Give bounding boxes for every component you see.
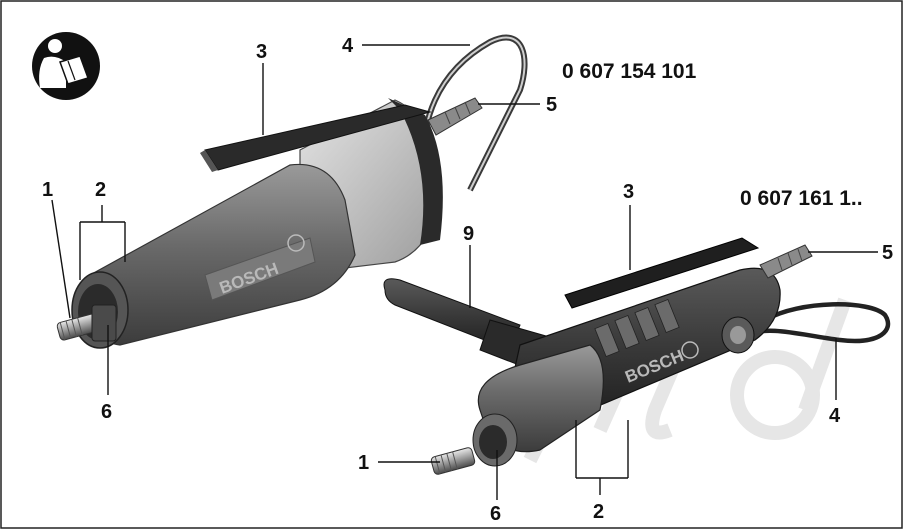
- label-upper-6: 6: [101, 401, 112, 423]
- label-upper-1: 1: [42, 179, 53, 201]
- label-lower-9: 9: [463, 223, 474, 245]
- leader-lines: [51, 44, 878, 500]
- label-upper-5: 5: [546, 94, 557, 116]
- product-code-upper: 0 607 154 101: [562, 60, 697, 83]
- label-lower-4: 4: [829, 405, 841, 427]
- label-upper-4: 4: [342, 35, 354, 57]
- label-lower-2: 2: [593, 501, 604, 523]
- upper-hanger-strip: [204, 104, 432, 171]
- label-lower-5: 5: [882, 242, 893, 264]
- product-code-lower: 0 607 161 1..: [740, 187, 863, 210]
- lower-tool: BOSCH: [383, 237, 891, 475]
- label-lower-1: 1: [358, 452, 369, 474]
- lower-grip-ribs: [594, 298, 680, 358]
- label-upper-3: 3: [256, 41, 267, 63]
- lower-hanger-strip: [564, 237, 760, 309]
- upper-tool: BOSCH: [56, 34, 528, 349]
- lower-wire-handle: [744, 302, 891, 344]
- part-labels: 1 2 3 4 5 6 9 3 5 4 1 6 2: [42, 35, 893, 525]
- label-lower-6: 6: [490, 503, 501, 525]
- read-manual-icon: [32, 32, 100, 100]
- label-upper-2: 2: [95, 179, 106, 201]
- label-lower-3: 3: [623, 181, 634, 203]
